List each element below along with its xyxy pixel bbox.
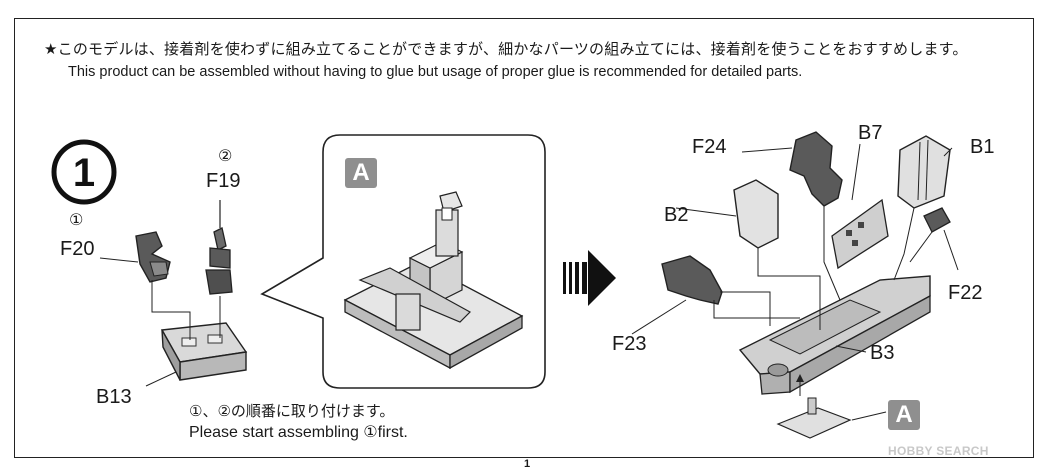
sub-assembly-badge-a: A xyxy=(888,400,920,430)
part-b13-drawing xyxy=(160,322,248,381)
label-b2: B2 xyxy=(664,204,689,226)
glue-note-japanese: ★このモデルは、接着剤を使わずに組み立てることができますが、細かなパーツの組み立… xyxy=(44,40,968,58)
part-f19-drawing xyxy=(205,200,233,295)
label-b13: B13 xyxy=(96,386,132,408)
f19-order-mark: ② xyxy=(218,146,233,165)
glue-note-english: This product can be assembled without ha… xyxy=(68,64,803,80)
label-f20: F20 xyxy=(60,238,95,260)
f20-order-mark: ① xyxy=(69,210,84,229)
label-b1: B1 xyxy=(970,136,995,158)
page-number: 1 xyxy=(524,458,531,470)
part-f20-drawing xyxy=(135,231,171,283)
instruction-frame xyxy=(14,18,1034,458)
label-f22: F22 xyxy=(948,282,983,304)
step-number-badge: 1 xyxy=(51,139,117,205)
assembly-order-english: Please start assembling ①first. xyxy=(189,424,408,441)
label-b3: B3 xyxy=(870,342,895,364)
watermark-logo: HOBBY SEARCH xyxy=(888,444,989,458)
label-f24: F24 xyxy=(692,136,727,158)
detail-badge-a: A xyxy=(345,158,377,188)
label-f19: F19 xyxy=(206,170,241,192)
assembly-order-japanese: ①、②の順番に取り付けます。 xyxy=(189,402,395,420)
label-f23: F23 xyxy=(612,333,647,355)
label-b7: B7 xyxy=(858,122,883,144)
svg-text:1: 1 xyxy=(73,151,95,195)
